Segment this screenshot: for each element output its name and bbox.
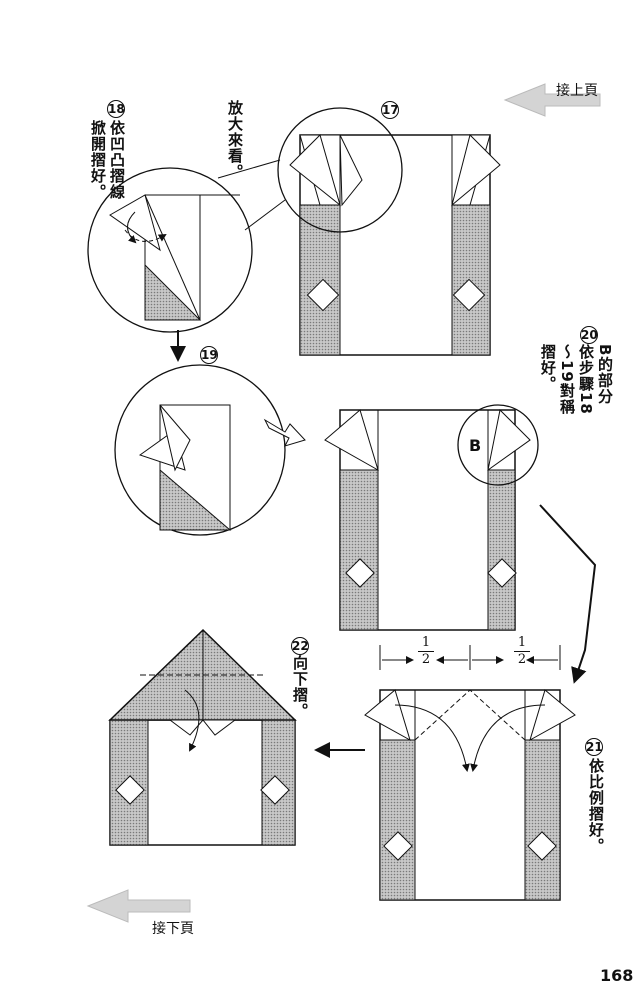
b-marker: B	[469, 436, 482, 455]
step-22-number: 22	[291, 637, 309, 655]
step-20-figure	[324, 404, 597, 684]
step-21-text: 依比例摺好。	[587, 758, 605, 854]
step-20-text: B的部分依步驟18～19對稱摺好。	[539, 344, 614, 415]
next-page-arrow[interactable]	[86, 889, 191, 923]
step-17-number: 17	[381, 101, 399, 119]
prev-page-arrow[interactable]	[503, 83, 601, 117]
step-19-number: 19	[200, 346, 218, 364]
zoom-note: 放大來看。	[226, 100, 244, 180]
step-17-figure	[277, 107, 501, 356]
prev-page-label[interactable]: 接上頁	[556, 83, 598, 99]
step-22-figure	[108, 628, 297, 846]
fraction-right: 1 2	[514, 636, 530, 667]
step-20-number: 20	[580, 326, 598, 344]
frac-right-den: 2	[517, 652, 527, 667]
step-21-number: 21	[585, 738, 603, 756]
step-22-text: 向下摺。	[291, 655, 309, 719]
frac-right-num: 1	[517, 635, 527, 650]
page-number: 168	[600, 966, 634, 985]
step-18-text: 依凹凸摺線掀開摺好。	[89, 120, 126, 200]
frac-left-num: 1	[421, 635, 431, 650]
step-18-zoom	[87, 159, 286, 333]
step-21-figure	[364, 645, 576, 901]
fraction-left: 1 2	[418, 636, 434, 667]
next-page-label[interactable]: 接下頁	[152, 921, 194, 937]
frac-left-den: 2	[421, 652, 431, 667]
step-18-number: 18	[107, 100, 125, 118]
step-19-zoom	[114, 364, 306, 536]
